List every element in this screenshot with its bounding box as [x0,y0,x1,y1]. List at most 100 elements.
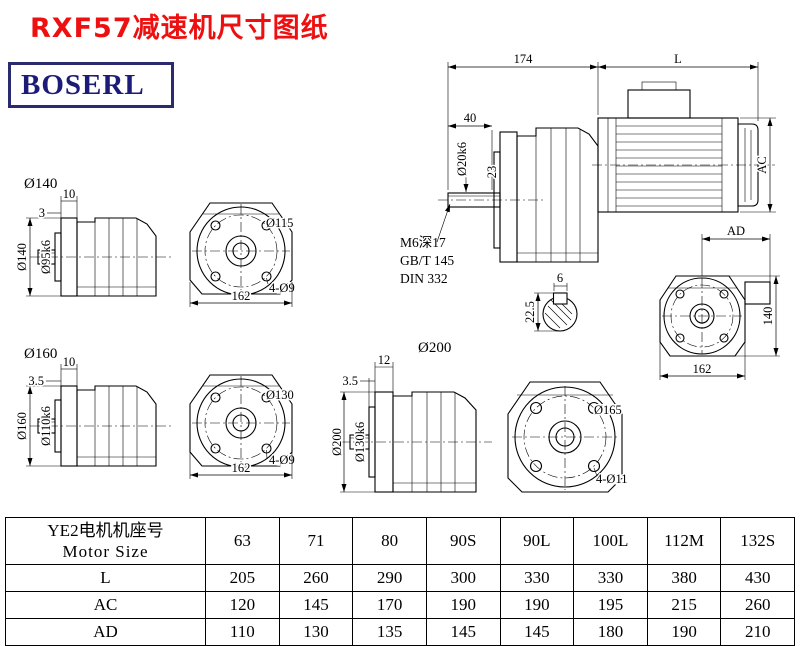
col-header: 132S [720,517,795,565]
terminal-box [627,89,691,119]
boserl-logo: BOSERL [8,62,174,108]
table-row-L: L 205 260 290 300 330 330 380 430 [5,564,795,592]
standard-gb: GB/T 145 [400,253,454,268]
gear-housing [516,127,599,263]
dim-shaft-length: 40 [464,111,477,125]
table-cell: 210 [720,618,795,646]
housing-ribs [77,386,156,466]
table-cell: 135 [352,618,427,646]
dim-key-width: 6 [557,271,563,285]
dim-lines [26,364,78,467]
col-header: 112M [646,517,722,565]
table-cell: 260 [720,591,795,619]
dim-ext-lines [534,283,568,332]
bolt-holes [210,220,272,282]
dim-flange-thickness: 12 [378,353,391,367]
dim-width: 162 [232,289,251,303]
table-cell: 190 [425,591,501,619]
header-motor-size-en: Motor Size [62,542,149,561]
dim-spigot-depth: 3.5 [342,374,358,388]
dim-ad: AD [727,224,745,238]
dim-flange-thickness: 10 [63,355,76,369]
flange [499,131,518,263]
housing-outline [189,374,293,467]
dim-ac: AC [755,156,769,173]
view-flange200-side: Ø200 12 3.5 Ø200 Ø130k6 [329,340,492,493]
table-cell: 430 [720,564,795,592]
terminal-box-side [744,281,771,305]
col-header: 90S [425,517,501,565]
col-header: 63 [205,517,280,565]
dim-spigot-diameter: Ø110k6 [39,406,53,446]
tap-note: M6深17 [400,235,446,250]
dim-motor-length: L [674,52,682,66]
table-cell: 215 [646,591,722,619]
page-title: RXF57减速机尺寸图纸 [30,13,329,44]
dim-gear-length: 174 [514,52,534,66]
flange-circle [514,386,616,488]
table-header-row: YE2电机机座号 Motor Size 63 71 80 90S 90L 100… [5,517,795,565]
bolt-circle [204,386,278,460]
flange140-label: Ø140 [24,176,57,192]
standard-din: DIN 332 [400,271,448,286]
flange160-label: Ø160 [24,346,57,362]
dim-shaft-note: 23 [485,166,499,179]
housing-outline [507,381,623,493]
flange-circle [196,206,286,296]
shaft-bore [694,308,710,324]
table-cell: 180 [573,618,648,646]
dim-flange-diameter: Ø160 [15,412,29,440]
key-section-detail: 6 22.5 [522,270,578,332]
bolt-circle [204,214,278,288]
table-cell: 110 [205,618,280,646]
table-cell: 260 [278,564,354,592]
bolt-circle [670,284,734,348]
dim-width: 162 [232,461,251,475]
table-cell: 120 [205,591,280,619]
dim-flange-diameter: Ø140 [15,243,29,271]
housing [76,217,157,297]
housing [392,391,477,493]
dim-holes: 4-Ø9 [269,281,295,295]
housing-ribs [393,392,476,492]
technical-drawing-canvas: Ø140 10 3 Ø140 Ø95k6 [14,51,780,493]
motor-dimension-table: YE2电机机座号 Motor Size 63 71 80 90S 90L 100… [5,517,795,646]
table-cell: 330 [499,564,575,592]
bolt-holes [675,289,729,343]
housing-ribs [77,218,156,296]
gear-housing-ribs [517,128,598,262]
dim-flange-diameter: Ø200 [330,428,344,456]
table-cell: 330 [573,564,648,592]
view-flange140-front: Ø115 4-Ø9 162 [189,202,296,307]
view-flange160-front: Ø130 4-Ø9 162 [189,374,296,479]
table-cell: 145 [278,591,354,619]
row-label: AC [5,591,206,619]
row-label: AD [5,618,206,646]
table-row-AC: AC 120 145 170 190 190 195 215 260 [5,591,795,619]
col-header: 80 [352,517,427,565]
dim-spigot-diameter: Ø130k6 [353,422,367,462]
table-cell: 205 [205,564,280,592]
table-cell: 170 [352,591,427,619]
table-cell: 190 [646,618,722,646]
dim-width: 162 [693,362,712,376]
shaft-bore [232,242,250,260]
table-cell: 145 [425,618,501,646]
table-cell: 300 [425,564,501,592]
dim-spigot-depth: 3.5 [28,374,44,388]
col-header: 100L [573,517,648,565]
table-cell: 380 [646,564,722,592]
bolt-holes [529,401,601,473]
table-cell: 130 [278,618,354,646]
view-flange200-front: Ø165 4-Ø11 [507,381,629,493]
dim-key-height: 22.5 [523,301,537,323]
view-assembly-side: 174 L 40 Ø20k6 23 AC M6深17 GB/T 145 DIN … [400,51,776,286]
dim-bolt-circle: Ø115 [266,216,293,230]
dim-height: 140 [761,307,775,326]
table-cell: 190 [499,591,575,619]
dim-flange-thickness: 10 [63,187,76,201]
dim-shaft-diameter: Ø20k6 [455,142,469,176]
table-row-AD: AD 110 130 135 145 145 180 190 210 [5,618,795,646]
dim-bolt-circle: Ø165 [594,403,622,417]
